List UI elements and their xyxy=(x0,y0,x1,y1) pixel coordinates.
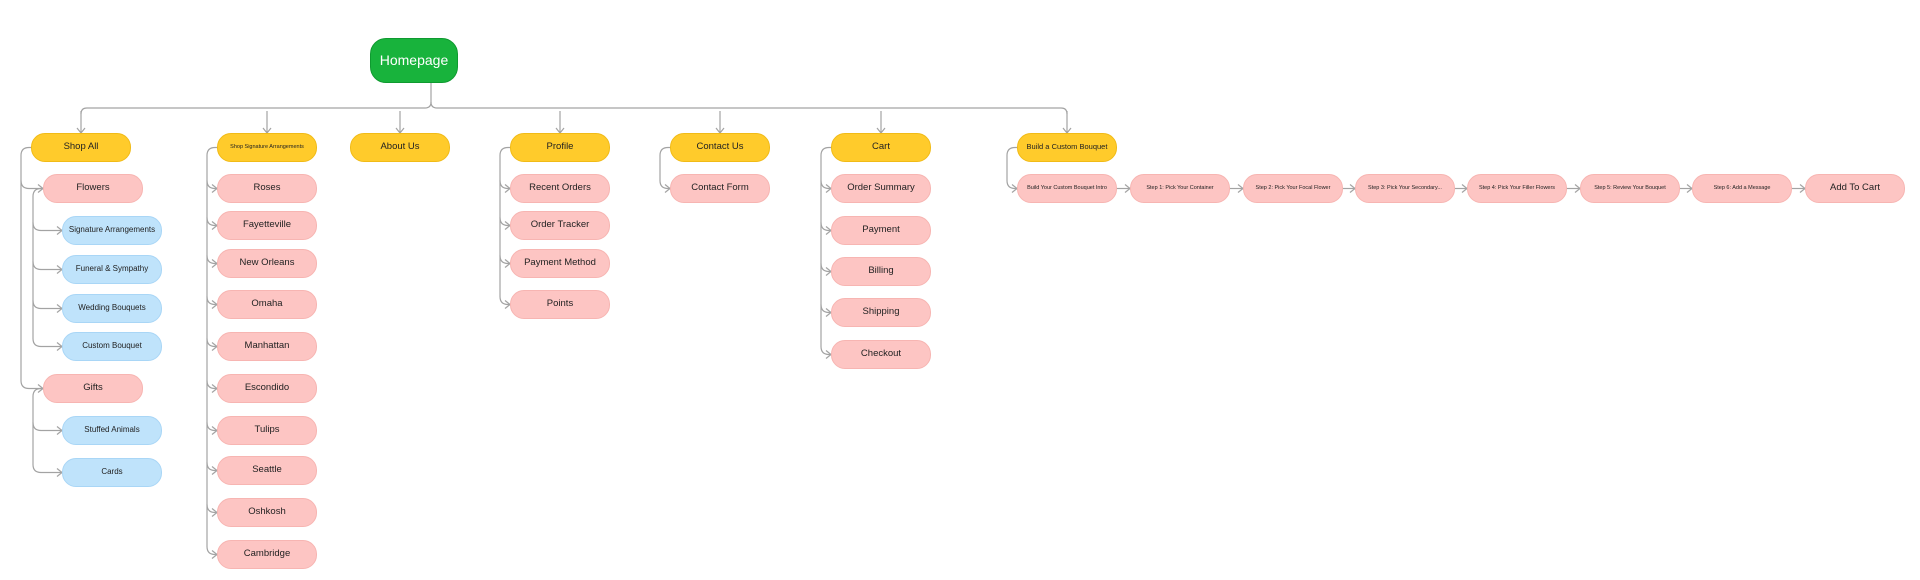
connector-branch xyxy=(820,180,831,190)
connector-branch xyxy=(206,180,217,190)
connector-branch xyxy=(32,222,62,232)
connector-branch xyxy=(32,464,62,474)
connector-branch xyxy=(206,380,217,390)
connector-trunk xyxy=(32,187,43,339)
step-step-3-pick-your-secondary: Step 3: Pick Your Secondary... xyxy=(1355,174,1455,203)
section-contact-us: Contact Us xyxy=(670,133,770,162)
connector-branch xyxy=(206,255,217,265)
page-order-summary: Order Summary xyxy=(831,174,931,203)
page-flowers: Flowers xyxy=(43,174,143,203)
page-billing: Billing xyxy=(831,257,931,286)
connector-trunk xyxy=(1006,146,1017,181)
page-manhattan: Manhattan xyxy=(217,332,317,361)
section-profile: Profile xyxy=(510,133,610,162)
connector-branch xyxy=(499,255,510,265)
connector-trunk xyxy=(32,387,43,465)
connector-branch xyxy=(32,338,62,348)
section-about-us: About Us xyxy=(350,133,450,162)
connector-trunk xyxy=(206,146,217,547)
page-shipping: Shipping xyxy=(831,298,931,327)
connector-branch xyxy=(206,338,217,348)
connector-branch xyxy=(206,504,217,514)
step-step-4-pick-your-filler-flowers: Step 4: Pick Your Filler Flowers xyxy=(1467,174,1567,203)
connector-branch xyxy=(20,380,43,390)
connector-branch xyxy=(206,296,217,306)
connector-branch xyxy=(20,180,43,190)
section-shop-signature-arrangements: Shop Signature Arrangements xyxy=(217,133,317,162)
connector-branch xyxy=(499,296,510,306)
connector-root-right xyxy=(430,101,1068,115)
page-order-tracker: Order Tracker xyxy=(510,211,610,240)
page-gifts: Gifts xyxy=(43,374,143,403)
connector-branch xyxy=(820,304,831,314)
page-cambridge: Cambridge xyxy=(217,540,317,569)
connector-branch xyxy=(820,263,831,273)
connector-branch xyxy=(1006,180,1017,190)
connector-branch xyxy=(659,180,670,190)
step-step-5-review-your-bouquet: Step 5: Review Your Bouquet xyxy=(1580,174,1680,203)
subpage-wedding-bouquets: Wedding Bouquets xyxy=(62,294,162,323)
step-build-your-custom-bouquet-intro: Build Your Custom Bouquet Intro xyxy=(1017,174,1117,203)
subpage-signature-arrangements: Signature Arrangements xyxy=(62,216,162,245)
connector-trunk xyxy=(499,146,510,297)
page-checkout: Checkout xyxy=(831,340,931,369)
page-tulips: Tulips xyxy=(217,416,317,445)
connector-branch xyxy=(206,217,217,227)
page-points: Points xyxy=(510,290,610,319)
connector-branch xyxy=(32,422,62,432)
page-recent-orders: Recent Orders xyxy=(510,174,610,203)
root-node-homepage: Homepage xyxy=(370,38,458,83)
connector-branch xyxy=(32,300,62,310)
step-step-2-pick-your-focal-flower: Step 2: Pick Your Focal Flower xyxy=(1243,174,1343,203)
section-shop-all: Shop All xyxy=(31,133,131,162)
page-fayetteville: Fayetteville xyxy=(217,211,317,240)
connector-branch xyxy=(206,462,217,472)
page-omaha: Omaha xyxy=(217,290,317,319)
step-add-to-cart: Add To Cart xyxy=(1805,174,1905,203)
connector-trunk xyxy=(20,146,31,381)
connector-branch xyxy=(32,261,62,271)
page-roses: Roses xyxy=(217,174,317,203)
section-cart: Cart xyxy=(831,133,931,162)
step-step-1-pick-your-container: Step 1: Pick Your Container xyxy=(1130,174,1230,203)
connector-root-left xyxy=(80,83,432,115)
step-step-6-add-a-message: Step 6: Add a Message xyxy=(1692,174,1792,203)
page-oshkosh: Oshkosh xyxy=(217,498,317,527)
subpage-funeral-and-sympathy: Funeral & Sympathy xyxy=(62,255,162,284)
subpage-custom-bouquet: Custom Bouquet xyxy=(62,332,162,361)
page-new-orleans: New Orleans xyxy=(217,249,317,278)
page-seattle: Seattle xyxy=(217,456,317,485)
connector-branch xyxy=(206,546,217,556)
page-payment: Payment xyxy=(831,216,931,245)
subpage-stuffed-animals: Stuffed Animals xyxy=(62,416,162,445)
section-build-a-custom-bouquet: Build a Custom Bouquet xyxy=(1017,133,1117,162)
connector-branch xyxy=(499,217,510,227)
connector-trunk xyxy=(659,146,670,181)
connector-branch xyxy=(206,422,217,432)
page-escondido: Escondido xyxy=(217,374,317,403)
connector-branch xyxy=(820,346,831,356)
page-payment-method: Payment Method xyxy=(510,249,610,278)
connector-branch xyxy=(820,222,831,232)
connector-branch xyxy=(499,180,510,190)
subpage-cards: Cards xyxy=(62,458,162,487)
connector-trunk xyxy=(820,146,831,347)
page-contact-form: Contact Form xyxy=(670,174,770,203)
